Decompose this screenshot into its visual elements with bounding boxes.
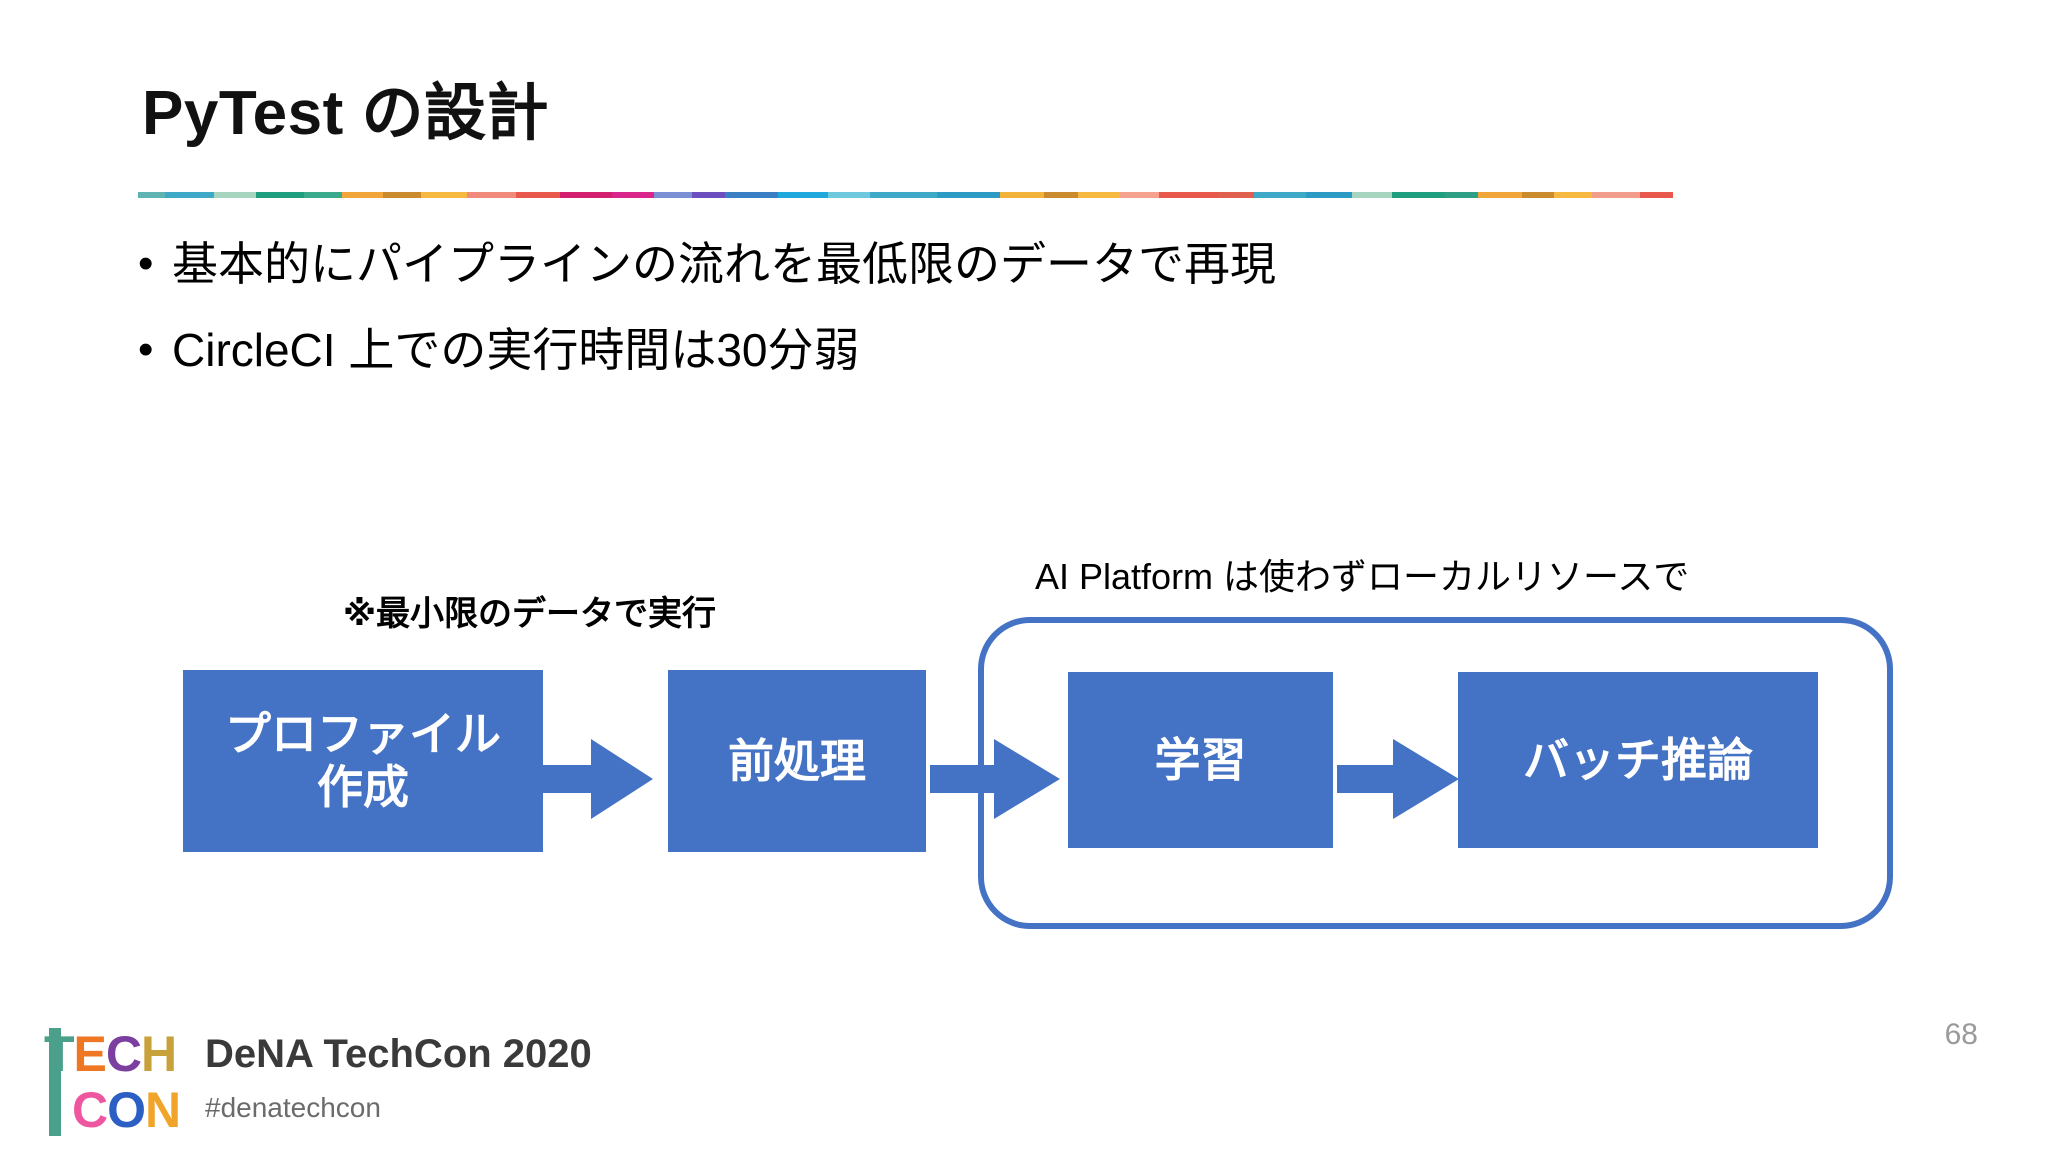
list-item: • CircleCI 上での実行時間は30分弱 [138,319,1838,381]
flow-box-profile-line2: 作成 [317,761,409,813]
bullet-text: CircleCI 上での実行時間は30分弱 [172,324,860,376]
footer-title: DeNA TechCon 2020 [205,1032,592,1076]
divider-segment [654,192,693,198]
logo-letter: T [44,1026,75,1082]
logo-letter: H [141,1026,177,1082]
divider-segment [611,192,655,198]
flow-box-profile: プロファイル 作成 [183,670,543,852]
divider-segment [827,192,870,198]
divider-segment [516,192,561,198]
divider-segment [1217,192,1255,198]
divider-segment [1640,192,1673,198]
pipeline-diagram: ※最小限のデータで実行 AI Platform は使わずローカルリソースで プロ… [0,520,2048,940]
divider-segment [466,192,517,198]
flow-box-batch: バッチ推論 [1458,672,1818,848]
divider-segment [1592,192,1641,198]
logo-letter: N [145,1082,181,1138]
flow-box-profile-line1: プロファイル [225,708,501,761]
divider-segment [382,192,421,198]
bullet-marker-icon: • [138,239,154,288]
divider-segment [214,192,257,198]
bullet-list: • 基本的にパイプラインの流れを最低限のデータで再現 • CircleCI 上で… [138,233,1838,405]
logo-letter: C [105,1026,142,1082]
divider-segment [778,192,828,198]
divider-segment [1477,192,1522,198]
divider-segment [1078,192,1121,198]
divider-segment [164,192,215,198]
divider-segment [1158,192,1218,198]
arrow-right-icon-3 [1337,739,1459,819]
page-title: PyTest の設計 [142,79,549,148]
logo-letter: E [73,1026,107,1082]
divider-segment [560,192,612,198]
title-divider [138,192,1673,198]
divider-segment [1445,192,1478,198]
divider-segment [256,192,305,198]
note-ai-platform: AI Platform は使わずローカルリソースで [1035,556,1690,597]
bullet-marker-icon: • [138,325,154,374]
logo-stem [49,1028,61,1136]
divider-segment [1554,192,1593,198]
divider-segment [1521,192,1555,198]
footer-hashtag: #denatechcon [205,1092,381,1123]
divider-segment [304,192,343,198]
arrow-right-icon-1 [533,739,653,819]
divider-segment [420,192,467,198]
bullet-text: 基本的にパイプラインの流れを最低限のデータで再現 [172,238,1276,290]
flow-box-batch-label: バッチ推論 [1523,733,1753,786]
divider-segment [1351,192,1392,198]
divider-segment [1254,192,1306,198]
flow-box-preprocess-label: 前処理 [728,734,866,787]
divider-segment [1305,192,1352,198]
page-number: 68 [1944,1018,1978,1051]
flow-box-train: 学習 [1068,672,1333,848]
flow-box-preprocess: 前処理 [668,670,926,852]
divider-segment [936,192,1000,198]
divider-segment [1043,192,1079,198]
divider-segment [1391,192,1446,198]
divider-segment [724,192,779,198]
divider-segment [342,192,383,198]
divider-segment [1120,192,1159,198]
divider-segment [869,192,937,198]
flow-box-train-label: 学習 [1154,733,1247,786]
note-min-data: ※最小限のデータで実行 [343,595,717,633]
divider-segment [138,192,165,198]
list-item: • 基本的にパイプラインの流れを最低限のデータで再現 [138,233,1838,295]
divider-segment [692,192,725,198]
arrow-right-icon-2 [930,739,1060,819]
logo-letter: O [107,1082,146,1138]
divider-segment [999,192,1044,198]
logo-letter: C [72,1082,108,1138]
